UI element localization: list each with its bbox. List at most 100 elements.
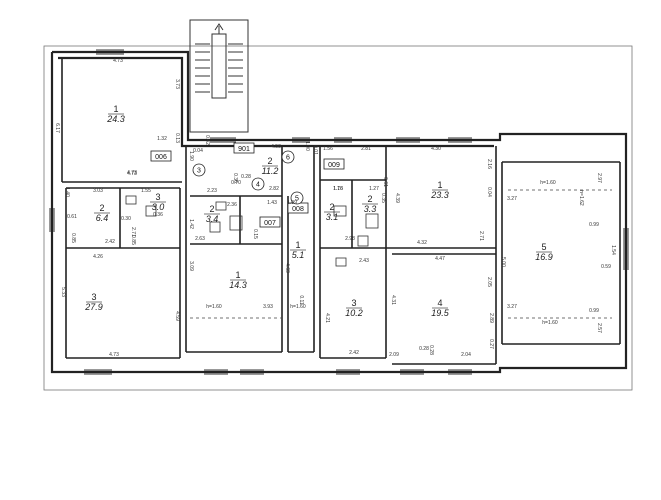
dimension-label: 0.30 [121, 216, 131, 222]
dimension-label: 0.28 [419, 346, 429, 352]
dimension-label: 6.17 [54, 123, 60, 133]
dimension-label: 1.78 [333, 186, 343, 192]
dimension-label: 4.73 [109, 352, 119, 358]
dimension-label: 0.04 [486, 187, 492, 197]
room-number: 2 [329, 202, 334, 212]
dimension-label: 1.42 [188, 219, 194, 229]
apartment-box [259, 216, 281, 228]
windows [49, 49, 629, 375]
apartment-label: 006 [155, 154, 167, 161]
dimension-label: 2.98 [345, 236, 355, 242]
room-area: 27.9 [84, 302, 103, 312]
room-number: 3 [91, 292, 96, 302]
apartment-label: 901 [238, 146, 250, 153]
beam-lines [190, 189, 612, 319]
apartment-label: 008 [292, 206, 304, 213]
room-area: 3.4 [206, 214, 219, 224]
dimension-label: 2.57 [596, 323, 602, 333]
dimension-label: 0.04 [193, 148, 203, 154]
dimension-label: 3.09 [188, 261, 194, 271]
dimension-label: h=1.60 [290, 304, 306, 310]
dimension-label: 0.11 [298, 295, 304, 305]
interior-walls [61, 58, 621, 365]
dimension-label: 3.27 [507, 304, 517, 310]
dimension-label: 0.27 [488, 339, 494, 349]
outer-walls [50, 50, 628, 374]
room-area: 16.9 [535, 252, 553, 262]
dimension-label: 4.47 [435, 256, 445, 262]
dimension-label: 0.35 [380, 193, 386, 203]
plan-frame [43, 45, 633, 391]
dimension-label: 2.05 [486, 277, 492, 287]
dimension-label: 4.26 [93, 254, 103, 260]
apartment-label: 007 [264, 220, 276, 227]
dimension-label: 2.97 [596, 173, 602, 183]
dimension-label: 2.71 [130, 227, 136, 237]
dimension-label: 2.36 [227, 202, 237, 208]
room-area: 14.3 [229, 280, 247, 290]
dimension-label: 1.27 [369, 186, 379, 192]
dimension-label: 2.04 [461, 352, 471, 358]
dimension-label: 3.93 [263, 304, 273, 310]
circle-marker-label: 4 [256, 182, 260, 189]
room-number: 2 [267, 156, 272, 166]
dimension-label: 0.01 [312, 145, 318, 155]
room-number: 2 [209, 204, 214, 214]
room-area: 11.2 [262, 166, 279, 176]
dimension-label: 4.73 [127, 170, 137, 176]
dimension-label: 1.16 [333, 186, 343, 192]
dimension-label: 0.85 [70, 233, 76, 243]
room-number: 1 [113, 104, 118, 114]
dimension-label: 5.33 [60, 287, 66, 297]
dimension-label: 2.42 [105, 239, 115, 245]
dimension-label: 4.73 [113, 58, 123, 64]
dimension-label: h=1.62 [578, 190, 584, 206]
dimension-label: 1.43 [267, 200, 277, 206]
dimension-label: 4.21 [324, 313, 330, 323]
dimension-label: 2.16 [486, 159, 492, 169]
dimension-label: 2.81 [361, 146, 371, 152]
dimension-label: 3.03 [93, 188, 103, 194]
dimension-label: 4.39 [394, 193, 400, 203]
dimension-label: 4.59 [174, 311, 180, 321]
dimension-label: 0.85 [130, 235, 136, 245]
apartment-label: 009 [328, 162, 340, 169]
dimension-label: 2.23 [207, 188, 217, 194]
rooms-layer: 124.326.433.0327.9211.223.4114.315.123.1… [84, 104, 553, 318]
dimension-label: 0.99 [589, 308, 599, 314]
apartment-box [150, 150, 172, 162]
dimension-label: 4.31 [390, 295, 396, 305]
dimension-label: 0.36 [153, 212, 163, 218]
room-number: 3 [351, 298, 356, 308]
room-area: 24.3 [106, 114, 125, 124]
apartment-box [233, 142, 255, 154]
dimension-label: 0.61 [382, 177, 388, 187]
dimension-label: h=1.60 [542, 320, 558, 326]
fixtures [125, 195, 379, 267]
dimension-label: 2.82 [269, 186, 279, 192]
dimension-label: 2.42 [349, 350, 359, 356]
dimension-label: 1.40 [64, 187, 70, 197]
room-area: 10.2 [345, 308, 363, 318]
dimension-label: 1.09 [287, 200, 297, 206]
dimension-label: h=1.60 [206, 304, 222, 310]
dimension-label: 3.73 [174, 79, 180, 89]
dimension-label: 5.00 [500, 257, 506, 267]
circle-marker [290, 191, 304, 205]
dimension-label: 4.69 [284, 263, 290, 273]
circle-marker [281, 150, 295, 164]
dimension-label: 0.28 [428, 345, 434, 355]
dimension-label: 0.13 [174, 133, 180, 143]
room-area: 6.4 [96, 213, 109, 223]
dimension-label: 1.90 [188, 151, 194, 161]
dimension-label: 2.43 [359, 258, 369, 264]
dimension-label: 3.27 [507, 196, 517, 202]
staircase [189, 19, 249, 133]
circle-marker-label: 6 [286, 155, 290, 162]
dimension-label: 1.00 [304, 141, 310, 151]
dimension-label: 0.42 [204, 135, 210, 145]
dimension-label: 0.99 [589, 222, 599, 228]
